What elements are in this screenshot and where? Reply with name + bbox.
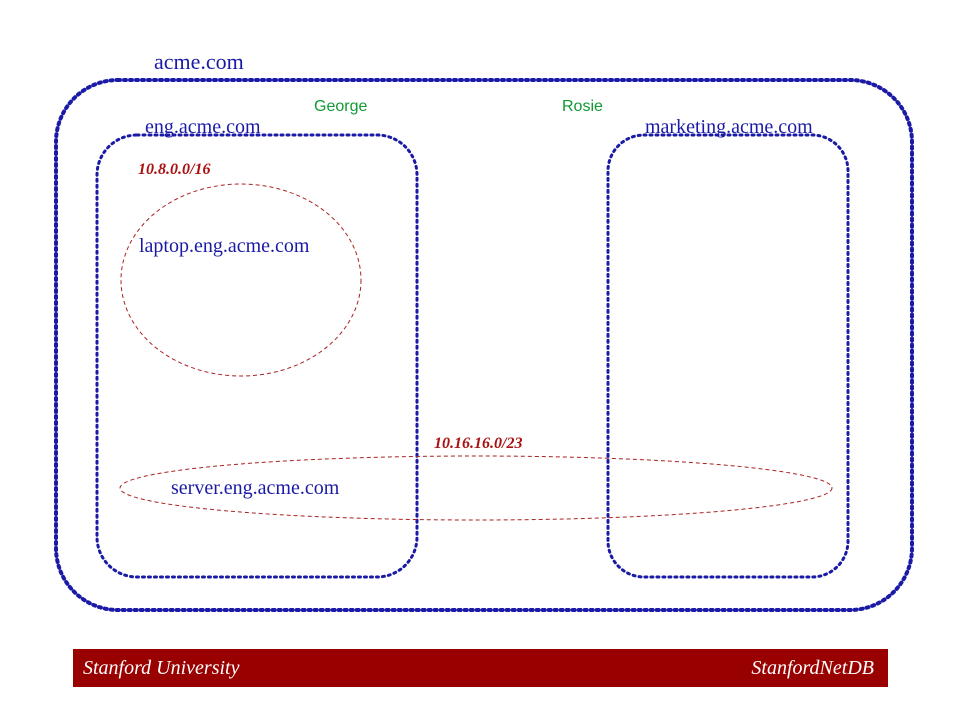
acme-domain-label: acme.com: [154, 49, 244, 74]
laptop-host-label: laptop.eng.acme.com: [139, 235, 310, 257]
eng-domain-label: eng.acme.com: [145, 116, 261, 138]
person-rosie-label: Rosie: [562, 98, 603, 115]
acme-domain-boundary: [54, 78, 914, 612]
person-george-label: George: [314, 98, 367, 115]
eng-domain-boundary: [95, 133, 419, 579]
server-subnet-ellipse: [119, 455, 833, 521]
server-subnet-label: 10.16.16.0/23: [434, 435, 522, 452]
footer-product: StanfordNetDB: [751, 656, 874, 679]
eng-subnet-ellipse: [120, 183, 362, 377]
marketing-domain-boundary: [606, 133, 850, 579]
server-host-label: server.eng.acme.com: [171, 477, 340, 499]
marketing-domain-label: marketing.acme.com: [645, 116, 813, 138]
footer-university: Stanford University: [83, 656, 240, 679]
footer-bar: Stanford University StanfordNetDB: [73, 649, 888, 687]
eng-subnet-label: 10.8.0.0/16: [138, 161, 210, 178]
